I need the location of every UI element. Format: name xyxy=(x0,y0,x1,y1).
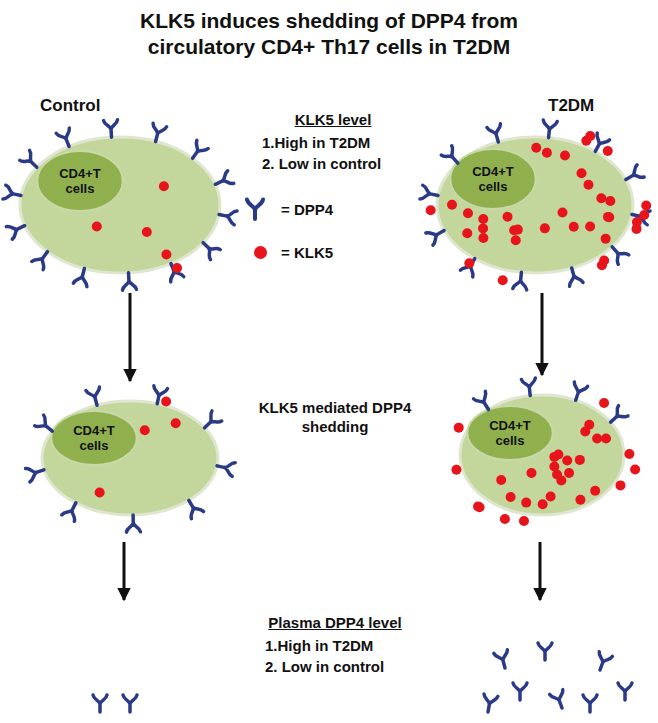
label: T2DM xyxy=(548,96,594,115)
title: KLK5 induces shedding of DPP4 from circu… xyxy=(124,8,534,60)
legend-row: = DPP4 xyxy=(240,196,333,222)
nucleus-label: CD4+T cells xyxy=(479,418,541,448)
nucleus-label: CD4+T cells xyxy=(49,166,111,196)
nucleus xyxy=(51,411,137,465)
klk5-dots xyxy=(426,131,652,285)
cell: CD4+T cells xyxy=(440,375,644,535)
cell-shape xyxy=(440,375,644,535)
klk5-dots xyxy=(92,181,182,273)
legend-row: = KLK5 xyxy=(240,244,333,261)
cell-label: CD4+T cells xyxy=(49,166,111,196)
cell-label: CD4+T cells xyxy=(63,423,125,453)
arrow xyxy=(541,293,544,375)
nucleus-label: CD4+T cells xyxy=(63,423,125,453)
nucleus-label: CD4+T cells xyxy=(462,164,524,194)
cell-label: CD4+T cells xyxy=(462,164,524,194)
cell: CD4+T cells xyxy=(0,117,240,293)
label: 1.High in T2DM xyxy=(262,133,370,152)
nucleus xyxy=(450,149,536,209)
arrow xyxy=(129,293,132,381)
down-arrow xyxy=(539,542,542,600)
legend-text: = DPP4 xyxy=(281,201,333,218)
legend-text: = KLK5 xyxy=(281,244,333,261)
nucleus xyxy=(37,151,123,211)
cell-label: CD4+T cells xyxy=(479,418,541,448)
legend-icon xyxy=(240,196,270,222)
cell: CD4+T cells xyxy=(22,381,238,535)
label: Plasma DPP4 level xyxy=(268,613,401,632)
legend-swatch xyxy=(254,246,267,259)
dpp4-receptors xyxy=(3,120,237,290)
cell-membrane xyxy=(42,401,218,515)
cell: CD4+T cells xyxy=(417,117,653,293)
cell-membrane xyxy=(20,137,220,273)
label: 2. Low in control xyxy=(262,154,381,173)
klk5-dots xyxy=(451,398,640,526)
dpp4-receptors xyxy=(420,120,650,290)
cell-shape xyxy=(0,117,240,293)
label: Control xyxy=(40,96,100,115)
label: KLK5 mediated DPP4 shedding xyxy=(250,398,420,436)
label: 2. Low in control xyxy=(265,657,384,676)
cell-membrane xyxy=(460,395,624,515)
cell-shape xyxy=(417,117,653,293)
dpp4-receptors xyxy=(26,386,236,532)
label: KLK5 level xyxy=(295,110,372,129)
nucleus xyxy=(467,406,553,460)
down-arrow xyxy=(123,542,126,600)
cell-shape xyxy=(22,381,238,535)
label: 1.High in T2DM xyxy=(265,636,373,655)
cell-membrane xyxy=(437,137,633,273)
